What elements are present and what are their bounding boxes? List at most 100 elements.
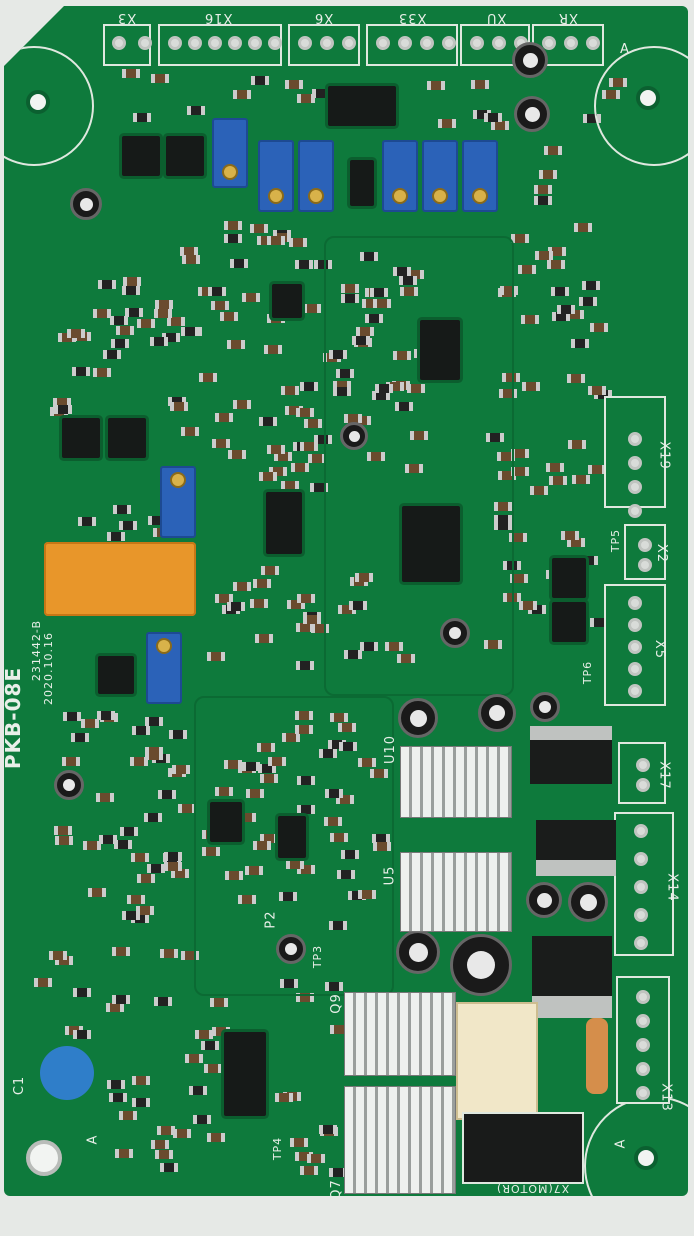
trimmer-potentiometer[interactable] <box>298 140 334 212</box>
smd-resistor <box>170 869 189 879</box>
smd-resistor <box>99 835 118 845</box>
heatsink <box>400 852 512 932</box>
smd-resistor <box>209 997 228 1007</box>
connector-pin <box>208 36 222 50</box>
smd-resistor <box>259 417 278 427</box>
smd-resistor <box>385 641 404 651</box>
smd-resistor <box>207 652 226 662</box>
connector-pin <box>628 480 642 494</box>
smd-resistor <box>122 69 141 79</box>
smd-resistor <box>172 765 191 775</box>
ic-chip <box>328 86 396 126</box>
smd-resistor <box>299 1166 318 1176</box>
smd-resistor <box>227 340 246 350</box>
tp3-label: TP3 <box>311 944 325 969</box>
smd-resistor <box>324 816 343 826</box>
smd-resistor <box>493 521 512 531</box>
smd-resistor <box>160 1163 179 1173</box>
smd-resistor <box>211 1026 230 1036</box>
electrolytic-capacitor <box>440 618 470 648</box>
smd-resistor <box>373 298 392 308</box>
trimmer-potentiometer[interactable] <box>382 140 418 212</box>
trimmer-potentiometer[interactable] <box>462 140 498 212</box>
smd-resistor <box>545 462 564 472</box>
smd-resistor <box>136 905 155 915</box>
smd-resistor <box>510 234 529 244</box>
smd-resistor <box>106 531 125 541</box>
smd-resistor <box>63 711 82 721</box>
connector-label: X13 <box>658 1083 674 1112</box>
smd-resistor <box>215 412 233 422</box>
smd-resistor <box>257 764 276 774</box>
smd-resistor <box>306 1153 325 1163</box>
smd-resistor <box>241 761 260 771</box>
smd-resistor <box>263 345 282 355</box>
optocoupler <box>108 418 146 458</box>
smd-resistor <box>588 386 607 396</box>
ic-chip <box>552 602 586 642</box>
smd-resistor <box>310 482 329 492</box>
trimmer-potentiometer[interactable] <box>212 118 248 188</box>
smd-resistor <box>285 860 304 870</box>
smd-resistor <box>173 1128 192 1138</box>
trimmer-potentiometer[interactable] <box>146 632 182 704</box>
motor-connector <box>462 1112 584 1184</box>
trimmer-potentiometer[interactable] <box>160 466 196 538</box>
smd-resistor <box>53 404 72 414</box>
trimmer-potentiometer[interactable] <box>258 140 294 212</box>
smd-resistor <box>102 350 121 360</box>
smd-resistor <box>151 73 170 83</box>
optocoupler <box>166 136 204 176</box>
smd-resistor <box>245 788 264 798</box>
smd-resistor <box>215 594 234 604</box>
smd-resistor <box>170 402 189 412</box>
smd-resistor <box>426 80 445 90</box>
connector-pin <box>628 596 642 610</box>
smd-resistor <box>93 368 112 378</box>
smd-resistor <box>119 826 138 836</box>
a-label: A <box>613 1138 629 1149</box>
smd-resistor <box>484 640 503 650</box>
connector-pin <box>628 456 642 470</box>
smd-resistor <box>501 373 520 383</box>
smd-resistor <box>395 402 414 412</box>
smd-resistor <box>34 977 53 987</box>
connector-pin <box>628 618 642 632</box>
smd-resistor <box>373 841 392 851</box>
smd-resistor <box>490 120 509 130</box>
power-resistor <box>586 1018 608 1094</box>
smd-resistor <box>404 464 423 474</box>
smd-resistor <box>249 599 268 609</box>
voltage-regulator <box>536 820 616 876</box>
smd-resistor <box>268 756 287 766</box>
smd-resistor <box>223 233 242 243</box>
smd-resistor <box>212 439 231 449</box>
connector-pin <box>138 36 152 50</box>
smd-resistor <box>296 593 315 603</box>
smd-resistor <box>392 267 411 277</box>
smd-resistor <box>116 326 135 336</box>
smd-resistor <box>95 792 114 802</box>
smd-resistor <box>126 895 145 905</box>
heatsink <box>400 746 512 818</box>
trimmer-potentiometer[interactable] <box>422 140 458 212</box>
smd-resistor <box>98 279 117 289</box>
smd-resistor <box>180 950 199 960</box>
u10-label: U10 <box>383 734 399 765</box>
smd-resistor <box>255 633 274 643</box>
smd-resistor <box>365 313 384 323</box>
smd-resistor <box>372 391 391 401</box>
connector-pin <box>268 36 282 50</box>
smd-resistor <box>561 531 580 541</box>
connector-pin <box>542 36 556 50</box>
smd-resistor <box>340 283 359 293</box>
smd-resistor <box>548 475 567 485</box>
smd-resistor <box>215 786 234 796</box>
connector-pin <box>636 1062 650 1076</box>
smd-resistor <box>257 742 276 752</box>
smd-resistor <box>109 1092 128 1102</box>
connector-pin <box>636 1038 650 1052</box>
connector-pin <box>636 1014 650 1028</box>
transformer <box>456 1002 538 1120</box>
smd-resistor <box>313 259 332 269</box>
